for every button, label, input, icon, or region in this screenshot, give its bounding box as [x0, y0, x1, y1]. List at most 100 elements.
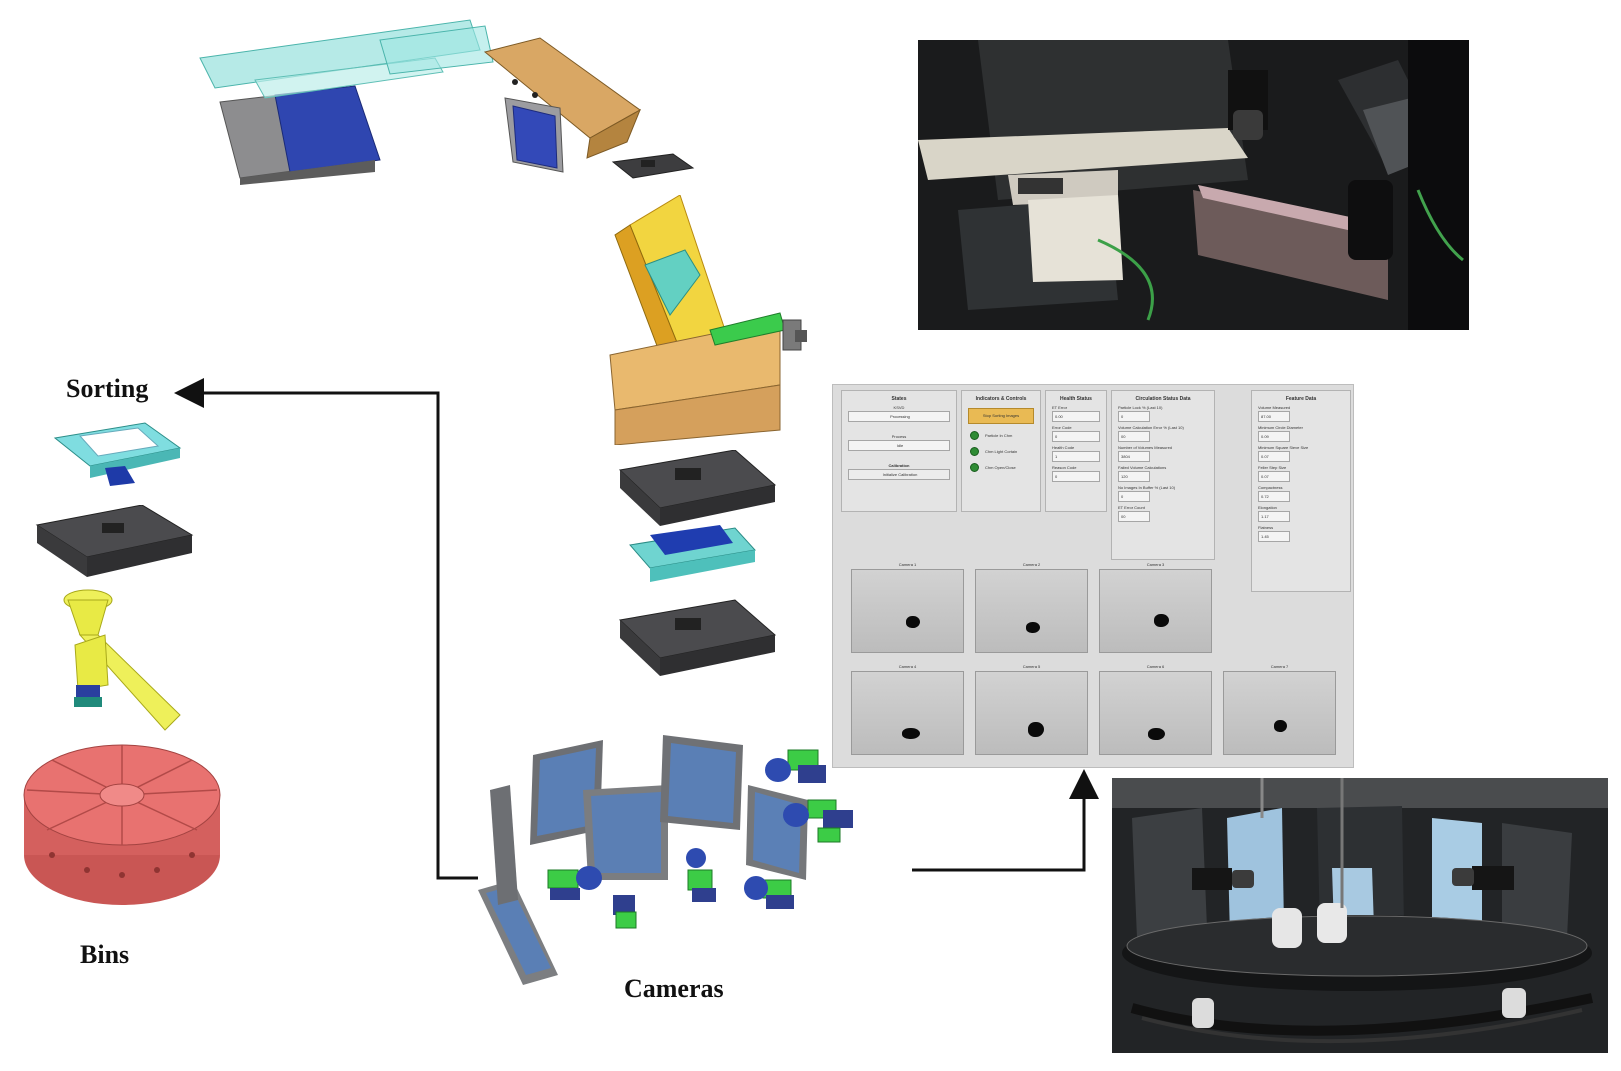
state-label: Calibration	[888, 463, 910, 468]
circulation-value: 0	[1118, 491, 1150, 502]
led-chm-light-curtain: Chm Light Cortain	[970, 447, 1040, 456]
green-led-icon	[970, 447, 979, 456]
health-label: Reason Code	[1052, 465, 1077, 470]
feature-value: 0.72	[1258, 491, 1290, 502]
camera-view-title: Camera 2	[1022, 562, 1041, 567]
feature-label: Compactness	[1258, 485, 1283, 490]
led-label: Particle In Chm	[985, 433, 1013, 438]
health-status-group: Health Status ET Error 0.00 Error Code 0…	[1045, 390, 1107, 512]
camera-view-title: Camera 1	[898, 562, 917, 567]
led-chm-open-close: Chm Open/Close	[970, 463, 1040, 472]
particle-silhouette	[1026, 622, 1040, 633]
particle-silhouette	[1274, 720, 1287, 732]
bins-label: Bins	[80, 940, 130, 969]
feature-label: Minimum Square Sieve Size	[1258, 445, 1309, 450]
health-value: 1	[1052, 451, 1100, 462]
circulation-value: 00	[1118, 431, 1150, 442]
indicators-title: Indicators & Controls	[975, 396, 1027, 402]
circulation-value: 3804	[1118, 451, 1150, 462]
camera-view-3[interactable]: Camera 3	[1099, 561, 1212, 653]
health-title: Health Status	[1060, 396, 1092, 402]
camera-view-title: Camera 5	[1022, 664, 1041, 669]
photo-feeder-camera-enclosure	[918, 40, 1469, 330]
circulation-value: 00	[1118, 511, 1150, 522]
funnel-chute	[63, 589, 181, 731]
green-led-icon	[970, 463, 979, 472]
led-particle-in-chm: Particle In Chm	[970, 431, 1040, 440]
camera-view-7[interactable]: Camera 7	[1223, 663, 1336, 755]
feature-label: Minimum Circle Diameter	[1258, 425, 1303, 430]
camera-rig-photo-art	[1112, 778, 1608, 1053]
camera-view-2[interactable]: Camera 2	[975, 561, 1088, 653]
sample-tray-stack	[618, 450, 777, 676]
health-value: 0	[1052, 471, 1100, 482]
led-label: Chm Light Cortain	[985, 449, 1018, 454]
feature-title: Feature Data	[1285, 396, 1317, 402]
camera-unit-2	[686, 848, 716, 902]
camera-view-6[interactable]: Camera 6	[1099, 663, 1212, 755]
chute-assembly	[609, 195, 807, 445]
arrow-to-sorting	[174, 378, 478, 880]
bins-carousel	[23, 744, 221, 905]
feature-value: 0.09	[1258, 431, 1290, 442]
health-label: ET Error	[1052, 405, 1068, 410]
feature-value: 1.45	[1258, 531, 1290, 542]
led-label: Chm Open/Close	[985, 465, 1016, 470]
states-group: States KSVD Processing Process Idle Cali…	[841, 390, 957, 512]
feature-value: 0.07	[1258, 451, 1290, 462]
circulation-label: No Images In Buffer % (Last 10)	[1118, 485, 1176, 490]
feature-data-group: Feature Data Volume Measured 87.00 Minim…	[1251, 390, 1351, 592]
camera-unit-6	[783, 799, 853, 843]
camera-image	[851, 569, 964, 653]
camera-array	[478, 735, 853, 985]
state-label: KSVD	[893, 405, 905, 410]
sorter-tray	[53, 422, 182, 486]
circulation-value: 120	[1118, 471, 1150, 482]
camera-unit-4	[613, 895, 637, 929]
camera-image	[1099, 569, 1212, 653]
sorting-label: Sorting	[66, 374, 149, 403]
particle-silhouette	[1148, 728, 1165, 740]
circulation-title: Circulation Status Data	[1135, 396, 1191, 402]
feature-label: Feller Step Size	[1258, 465, 1287, 470]
photo-camera-rig	[1112, 778, 1608, 1053]
state-value: Idle	[848, 440, 950, 451]
circulation-label: Failed Volume Calculations	[1118, 465, 1167, 470]
state-label: Process	[891, 434, 907, 439]
feature-label: Elongation	[1258, 505, 1277, 510]
feature-label: Flatness	[1258, 525, 1274, 530]
camera-view-title: Camera 6	[1146, 664, 1165, 669]
stop-sorting-images-button[interactable]: Stop Sorting Images	[968, 408, 1034, 424]
camera-view-1[interactable]: Camera 1	[851, 561, 964, 653]
health-label: Error Code	[1052, 425, 1072, 430]
health-value: 0.00	[1052, 411, 1100, 422]
circulation-value: 0	[1118, 411, 1150, 422]
feature-label: Volume Measured	[1258, 405, 1291, 410]
camera-view-5[interactable]: Camera 5	[975, 663, 1088, 755]
feeder-photo-art	[918, 40, 1469, 330]
base-plate	[35, 505, 194, 577]
camera-unit-3	[744, 876, 794, 909]
green-led-icon	[970, 431, 979, 440]
state-value: Processing	[848, 411, 950, 422]
camera-view-4[interactable]: Camera 4	[851, 663, 964, 755]
feature-value: 1.17	[1258, 511, 1290, 522]
camera-view-title: Camera 7	[1270, 664, 1289, 669]
camera-image	[975, 569, 1088, 653]
calibration-button[interactable]: Initialize Calibration	[848, 469, 950, 480]
circulation-label: ET Error Count	[1118, 505, 1145, 510]
camera-view-title: Camera 4	[898, 664, 917, 669]
feature-value: 0.07	[1258, 471, 1290, 482]
particle-silhouette	[902, 728, 920, 739]
feeder-hopper-assembly	[199, 19, 695, 185]
sorting-software-panel: States KSVD Processing Process Idle Cali…	[832, 384, 1354, 768]
circulation-label: Number of Volumes Measured	[1118, 445, 1173, 450]
camera-image	[1223, 671, 1336, 755]
arrow-to-software	[912, 769, 1099, 872]
particle-silhouette	[1154, 614, 1169, 627]
camera-unit-1	[547, 866, 602, 900]
circulation-status-group: Circulation Status Data Particle Lock % …	[1111, 390, 1215, 560]
indicators-group: Indicators & Controls Stop Sorting Image…	[961, 390, 1041, 512]
health-label: Health Code	[1052, 445, 1075, 450]
camera-image	[851, 671, 964, 755]
